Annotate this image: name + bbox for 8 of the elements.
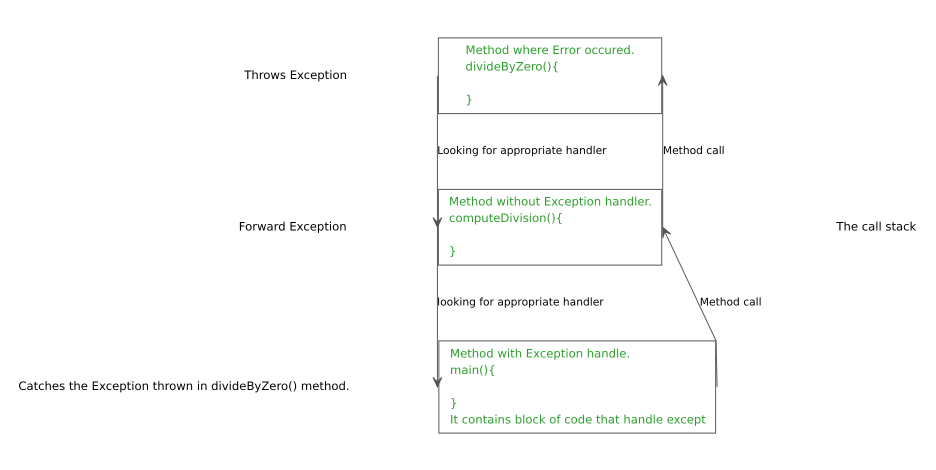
label: The call stack xyxy=(836,218,916,233)
label: Catches the Exception thrown in divideByZero() method. xyxy=(18,378,350,392)
edge-label: looking for appropriate handler xyxy=(437,295,604,308)
label: Forward Exception xyxy=(238,218,347,233)
label: Throws Exception xyxy=(244,67,347,82)
edge-label: Method call xyxy=(662,144,725,157)
edge-label: Looking for appropriate handler xyxy=(437,144,607,157)
edge-label: Method call xyxy=(700,295,762,308)
